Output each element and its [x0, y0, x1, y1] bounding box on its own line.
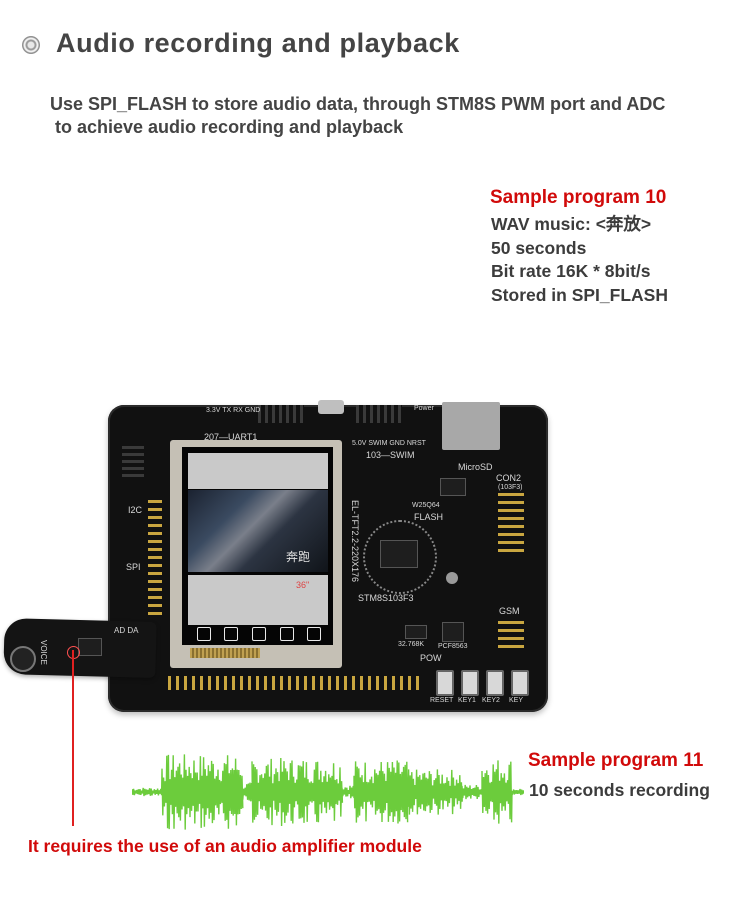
spi-label: SPI	[126, 562, 141, 572]
lcd-caption: 奔跑	[286, 550, 311, 564]
microsd-slot	[442, 402, 500, 450]
sample-program-10-title: Sample program 10	[490, 187, 667, 208]
lcd-bottom-area	[188, 575, 328, 625]
user-icon	[251, 627, 266, 641]
waveform-graphic	[132, 754, 524, 830]
sample-10-line: Stored in SPI_FLASH	[491, 284, 668, 305]
gsm-header	[498, 618, 524, 648]
pointer-line	[72, 650, 74, 826]
microsd-label: MicroSD	[458, 462, 493, 472]
i2c-label: I2C	[128, 505, 143, 515]
reset-button	[436, 670, 454, 696]
key2-button	[486, 670, 504, 696]
swim-pins-label: 5.0V SWIM GND NRST	[352, 440, 426, 447]
description-line-1: Use SPI_FLASH to store audio data, throu…	[50, 94, 666, 114]
con2-header	[498, 492, 524, 552]
lcd-time: 36"	[296, 580, 310, 590]
lcd-icon-bar	[190, 627, 328, 643]
sample-10-line: WAV music: <奔放>	[491, 214, 652, 234]
sample-10-line: 50 seconds	[491, 237, 587, 258]
left-header-top	[122, 445, 144, 477]
lcd-ribbon	[190, 648, 260, 658]
phone-icon	[307, 627, 322, 641]
key1-button	[461, 670, 479, 696]
bottom-pin-row	[168, 676, 420, 690]
swim-label: 103—SWIM	[366, 450, 415, 460]
rtc-chip	[442, 622, 464, 642]
sample-program-11-detail: 10 seconds recording	[529, 780, 710, 800]
module-pins-label: AD DA	[114, 626, 139, 635]
bullet-circle-icon	[22, 36, 40, 54]
crystal-label: 32.768K	[398, 641, 425, 648]
lcd-model-label: EL-TFT2.2-220X176	[350, 500, 360, 583]
lcd-top-area	[188, 453, 328, 489]
con2-sub-label: (103F3)	[498, 484, 523, 491]
mail-icon	[224, 627, 239, 641]
waveform-path	[132, 754, 524, 830]
description-line-2: to achieve audio recording and playback	[55, 117, 404, 137]
left-pin-row	[148, 495, 162, 615]
power-label: Power	[414, 405, 434, 412]
book-icon	[279, 627, 294, 641]
page-title: Audio recording and playback	[56, 28, 460, 58]
lcd-video-image	[188, 490, 328, 572]
led-ring	[363, 520, 437, 594]
key1-label: KEY1	[458, 697, 476, 704]
uart-header	[258, 405, 304, 423]
sample-program-11-title: Sample program 11	[528, 750, 704, 771]
crystal-chip	[405, 625, 427, 639]
usb-port	[318, 400, 344, 414]
amplifier-note: It requires the use of an audio amplifie…	[28, 836, 422, 856]
key2-label: KEY2	[482, 697, 500, 704]
flash-chip	[440, 478, 466, 496]
con2-label: CON2	[496, 473, 522, 483]
flash-label: FLASH	[414, 512, 444, 522]
key-button	[511, 670, 529, 696]
pow-label: POW	[420, 653, 442, 663]
flash-chip-label: W25Q64	[412, 502, 440, 509]
module-chip	[78, 638, 102, 656]
microphone-icon	[10, 646, 36, 672]
uart-pins-label: 3.3V TX RX GND	[206, 407, 261, 414]
sample-program-10-details: WAV music: <奔放> 50 seconds Bit rate 16K …	[491, 213, 668, 307]
gsm-label: GSM	[499, 606, 520, 616]
voice-module-label: VOICE	[39, 640, 48, 665]
sample-10-line: Bit rate 16K * 8bit/s	[491, 261, 651, 281]
stm8-label: STM8S103F3	[358, 593, 414, 603]
uart-label: 207—UART1	[204, 432, 258, 442]
rtc-label: PCF8563	[438, 643, 468, 650]
key-label: KEY	[509, 697, 524, 704]
reset-label: RESET	[430, 697, 454, 704]
swim-header	[356, 405, 402, 423]
home-icon	[196, 627, 211, 641]
battery-cell	[446, 572, 458, 584]
